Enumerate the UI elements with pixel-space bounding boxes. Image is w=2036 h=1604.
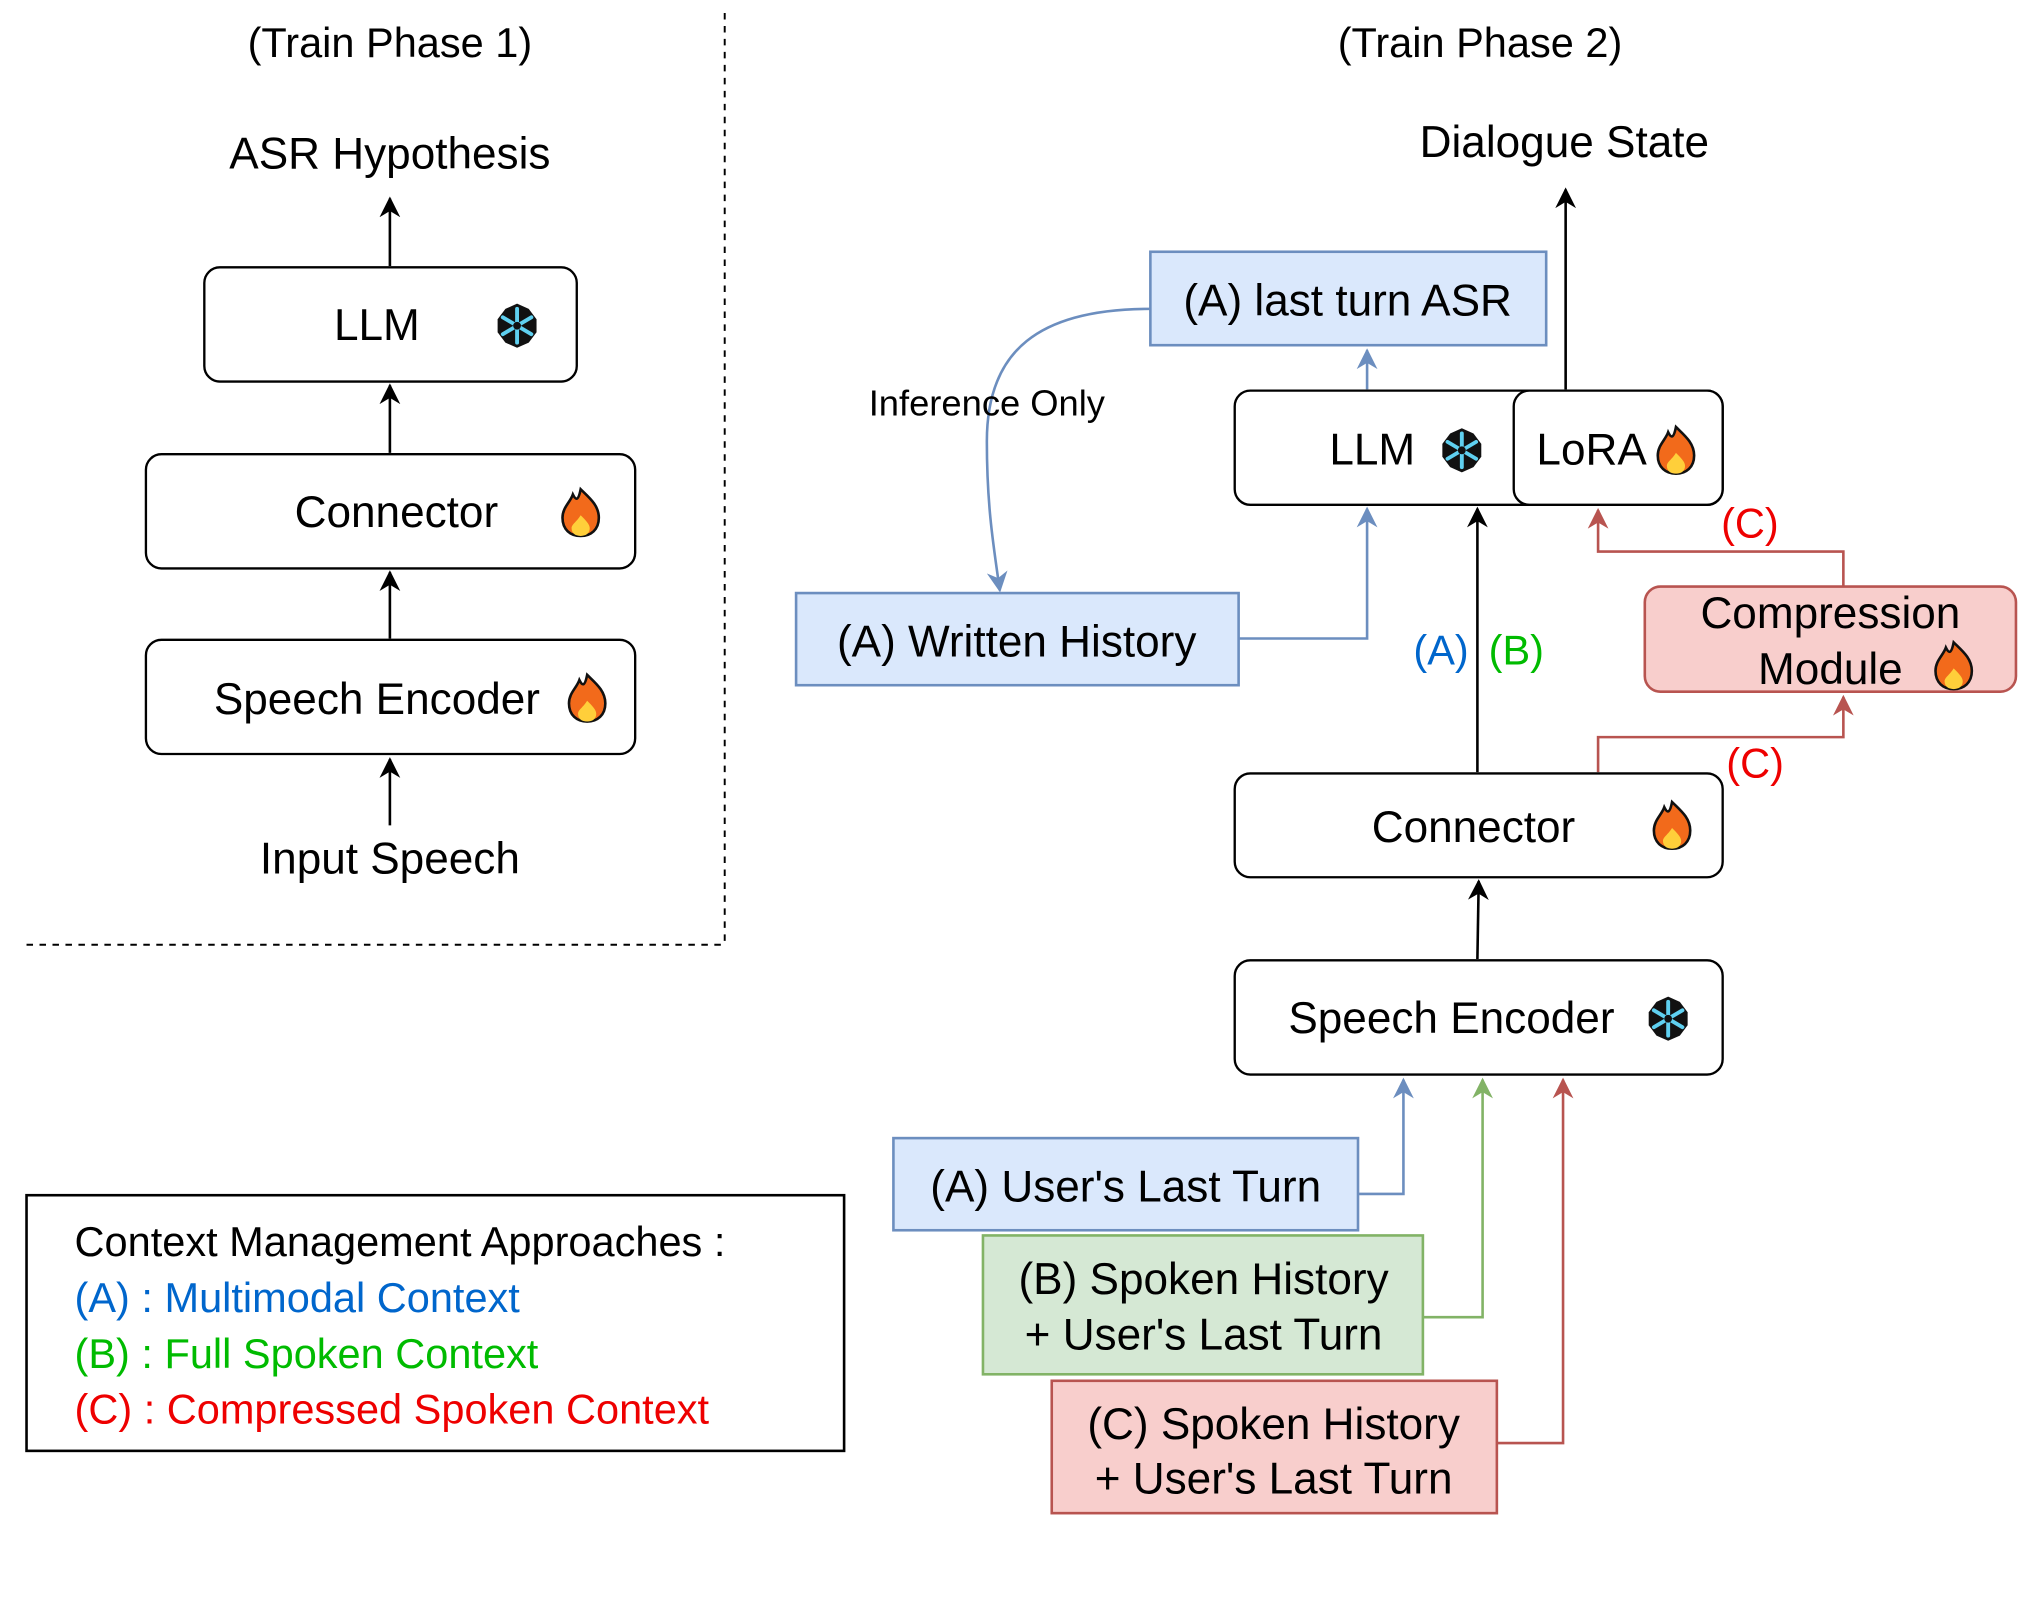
phase1-input-label: Input Speech bbox=[260, 834, 520, 883]
label-c-upper: (C) bbox=[1721, 499, 1779, 546]
arrow-compression-to-lora bbox=[1587, 507, 1845, 587]
phase1-encoder-block: Speech Encoder bbox=[144, 638, 637, 756]
label-a: (A) bbox=[1413, 626, 1468, 673]
arrow-input-a-to-encoder bbox=[1358, 1077, 1414, 1196]
input-b-label-line1: (B) Spoken History bbox=[1018, 1255, 1388, 1304]
written-history-label: (A) Written History bbox=[837, 618, 1196, 667]
label-b: (B) bbox=[1489, 626, 1544, 673]
input-c-block: (C) Spoken History + User's Last Turn bbox=[1050, 1379, 1499, 1515]
compression-module-block: Compression Module bbox=[1643, 585, 2018, 694]
input-a-block: (A) User's Last Turn bbox=[892, 1136, 1360, 1232]
phase2-encoder-block: Speech Encoder bbox=[1233, 959, 1724, 1076]
legend-title: Context Management Approaches : bbox=[75, 1218, 726, 1265]
phase1-connector-label: Connector bbox=[295, 488, 499, 537]
phase2-connector-label: Connector bbox=[1372, 803, 1576, 852]
phase2-llm-label: LLM bbox=[1329, 426, 1415, 475]
legend-item-c: (C) : Compressed Spoken Context bbox=[75, 1386, 710, 1433]
legend-item-b: (B) : Full Spoken Context bbox=[75, 1330, 539, 1377]
phase2-connector-block: Connector bbox=[1233, 772, 1724, 879]
inference-only-label: Inference Only bbox=[869, 382, 1106, 423]
label-c-lower: (C) bbox=[1726, 739, 1784, 786]
phase1-connector-block: Connector bbox=[144, 453, 637, 570]
input-c-label-line2: + User's Last Turn bbox=[1095, 1455, 1453, 1504]
legend: Context Management Approaches : (A) : Mu… bbox=[25, 1193, 846, 1453]
input-a-label: (A) User's Last Turn bbox=[930, 1163, 1321, 1212]
arrow-input-b-to-encoder bbox=[1422, 1077, 1493, 1319]
last-turn-asr-label: (A) last turn ASR bbox=[1183, 276, 1511, 325]
arrow-connector-to-compression bbox=[1596, 694, 1854, 773]
arrow-encoder-to-connector bbox=[1468, 879, 1489, 960]
inference-only-arrow bbox=[985, 307, 1151, 593]
phase1-encoder-label: Speech Encoder bbox=[214, 675, 540, 724]
phase1-llm-block: LLM bbox=[203, 266, 578, 383]
input-b-block: (B) Spoken History + User's Last Turn bbox=[981, 1234, 1425, 1376]
legend-item-a: (A) : Multimodal Context bbox=[75, 1274, 521, 1321]
phase2-title: (Train Phase 2) bbox=[1338, 19, 1623, 66]
input-b-label-line2: + User's Last Turn bbox=[1025, 1311, 1383, 1360]
written-history-block: (A) Written History bbox=[794, 591, 1240, 687]
phase1-output-label: ASR Hypothesis bbox=[229, 130, 550, 179]
phase1-title: (Train Phase 1) bbox=[248, 19, 533, 66]
last-turn-asr-block: (A) last turn ASR bbox=[1149, 250, 1548, 347]
arrow-written-history-to-llm bbox=[1238, 506, 1378, 640]
phase2-output-label: Dialogue State bbox=[1420, 118, 1709, 167]
phase2-llm-block: LLM LoRA bbox=[1233, 389, 1724, 506]
phase2-encoder-label: Speech Encoder bbox=[1288, 994, 1614, 1043]
arrow-input-c-to-encoder bbox=[1496, 1077, 1574, 1445]
compression-label-line2: Module bbox=[1758, 645, 1903, 694]
input-c-label-line1: (C) Spoken History bbox=[1087, 1400, 1460, 1449]
lora-label: LoRA bbox=[1536, 426, 1647, 475]
phase1-llm-label: LLM bbox=[334, 301, 420, 350]
compression-label-line1: Compression bbox=[1700, 589, 1960, 638]
